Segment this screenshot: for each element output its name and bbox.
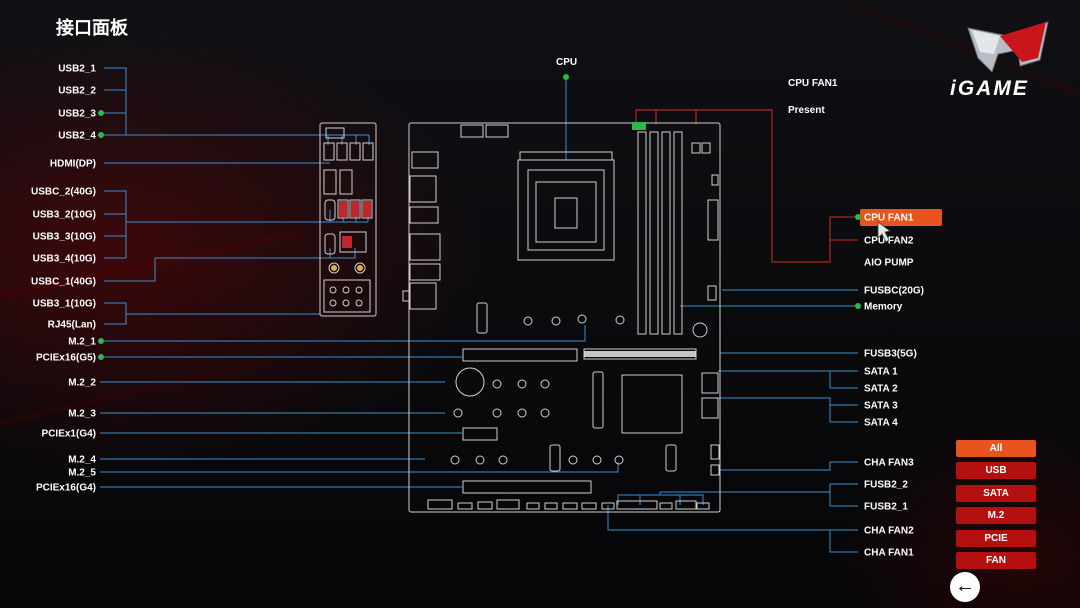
rear-io-panel [319,122,377,317]
port-label-usb3-4-10g[interactable]: USB3_4(10G) [33,254,96,265]
port-label-sata-4[interactable]: SATA 4 [864,418,898,429]
status-dot-cpu [563,74,569,80]
port-label-usb2-4[interactable]: USB2_4 [58,131,96,142]
port-label-cha-fan2[interactable]: CHA FAN2 [864,526,914,537]
filter-button-fan[interactable]: FAN [956,552,1036,569]
page-title: 接口面板 [56,17,129,39]
port-label-pciex1-g4[interactable]: PCIEx1(G4) [42,429,96,440]
port-label-usbc-2-40g[interactable]: USBC_2(40G) [31,187,96,198]
port-label-fusb3-5g[interactable]: FUSB3(5G) [864,349,917,360]
port-label-m-2-5[interactable]: M.2_5 [68,468,96,479]
port-label-m-2-2[interactable]: M.2_2 [68,378,96,389]
port-label-fusb2-1[interactable]: FUSB2_1 [864,502,908,513]
filter-button-all[interactable]: All [956,440,1036,457]
port-label-sata-2[interactable]: SATA 2 [864,384,898,395]
status-dot-memory [855,303,861,309]
port-label-memory[interactable]: Memory [864,302,903,313]
background-streaks [0,0,1080,426]
port-label-m-2-1[interactable]: M.2_1 [68,337,96,348]
back-arrow-icon[interactable]: ← [950,572,980,602]
cpu-label: CPU [556,57,577,68]
port-label-sata-3[interactable]: SATA 3 [864,401,898,412]
status-dot-cpu-fan1 [855,214,861,220]
cpu-fan-lines [635,109,858,263]
status-dot-m-2-1 [98,338,104,344]
filter-button-sata[interactable]: SATA [956,485,1036,502]
port-label-usb2-3[interactable]: USB2_3 [58,109,96,120]
mouse-cursor-icon [877,221,891,243]
port-label-cha-fan3[interactable]: CHA FAN3 [864,458,914,469]
port-label-m-2-3[interactable]: M.2_3 [68,409,96,420]
status-dot-pciex16-g5 [98,354,104,360]
port-label-pciex16-g4[interactable]: PCIEx16(G4) [36,483,96,494]
port-label-m-2-4[interactable]: M.2_4 [68,455,96,466]
port-label-fusbc-20g[interactable]: FUSBC(20G) [864,286,924,297]
filter-button-m2[interactable]: M.2 [956,507,1036,524]
port-label-usb3-2-10g[interactable]: USB3_2(10G) [33,210,96,221]
selected-port-highlight [860,209,942,226]
cpu-fan-info-status: Present [788,105,825,116]
port-label-usb2-2[interactable]: USB2_2 [58,86,96,97]
port-label-pciex16-g5[interactable]: PCIEx16(G5) [36,353,96,364]
port-label-cha-fan1[interactable]: CHA FAN1 [864,548,914,559]
port-label-usb3-1-10g[interactable]: USB3_1(10G) [33,299,96,310]
igame-wordmark: iGAME [950,77,1029,100]
status-dot-usb2-4 [98,132,104,138]
cpu-fan-info-name: CPU FAN1 [788,78,838,89]
connector-lines [100,67,858,553]
port-label-cpu-fan1[interactable]: CPU FAN1 [864,213,914,224]
motherboard-accent-fills [584,122,696,357]
filter-button-pcie[interactable]: PCIE [956,530,1036,547]
filter-button-usb[interactable]: USB [956,462,1036,479]
port-label-cpu-fan2[interactable]: CPU FAN2 [864,236,914,247]
port-label-aio-pump[interactable]: AIO PUMP [864,258,914,269]
rear-io-red-ports [331,201,371,271]
port-label-usb2-1[interactable]: USB2_1 [58,64,96,75]
port-label-hdmi-dp[interactable]: HDMI(DP) [50,159,96,170]
port-label-usb3-3-10g[interactable]: USB3_3(10G) [33,232,96,243]
port-label-sata-1[interactable]: SATA 1 [864,367,898,378]
port-label-usbc-1-40g[interactable]: USBC_1(40G) [31,277,96,288]
igame-shield-logo-icon [967,21,1049,73]
port-label-fusb2-2[interactable]: FUSB2_2 [864,480,908,491]
port-label-rj45-lan[interactable]: RJ45(Lan) [48,320,96,331]
motherboard-board [402,122,721,513]
status-dot-usb2-3 [98,110,104,116]
